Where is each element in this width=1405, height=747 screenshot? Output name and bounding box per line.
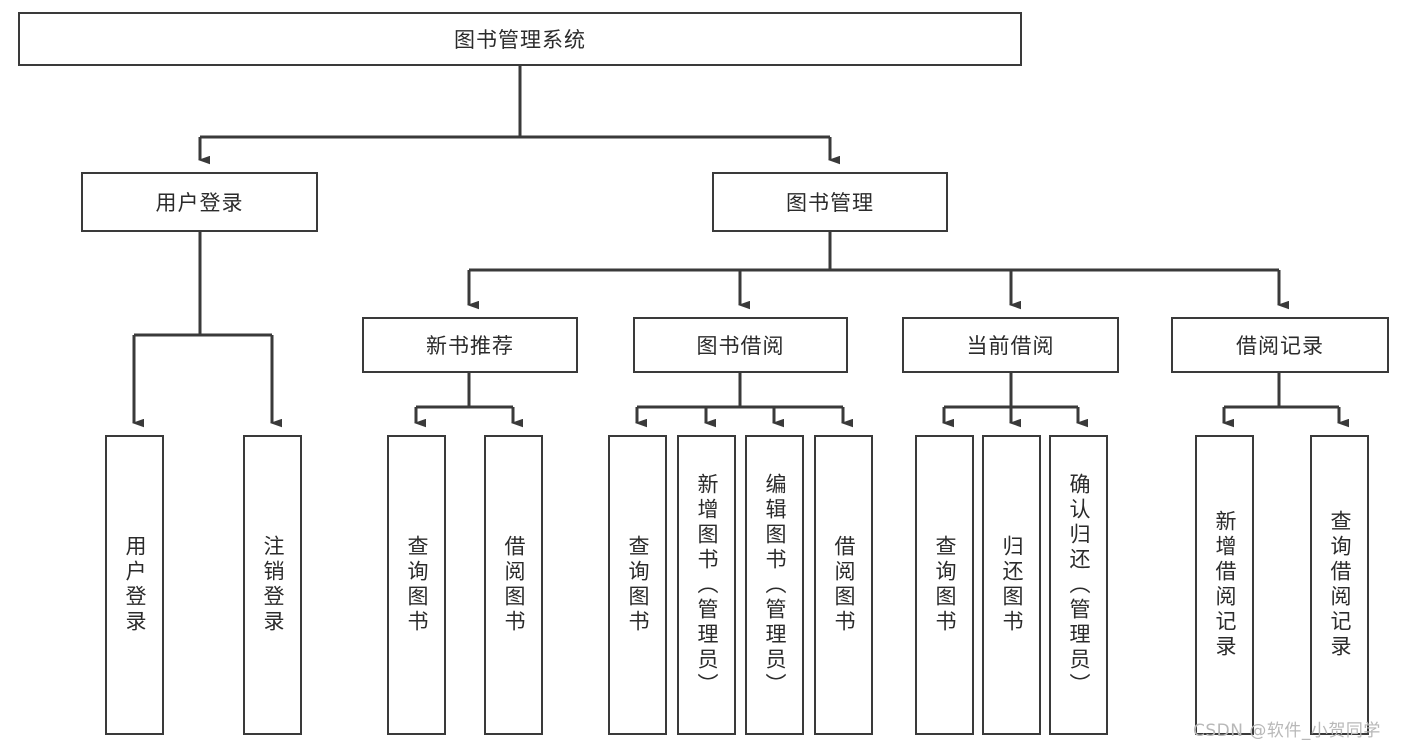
leaf-label: 查询借阅记录 [1328,510,1352,660]
node-leaf-borrow-book-2[interactable]: 借阅图书 [814,435,873,735]
edge-newbook-to-leaves [414,373,523,428]
leaf-label: 查询图书 [933,535,957,635]
node-borrow-record[interactable]: 借阅记录 [1171,317,1389,373]
edge-currentborrow-to-leaves [942,373,1088,428]
node-leaf-query-record[interactable]: 查询借阅记录 [1310,435,1369,735]
edge-borrowrecord-to-leaves [1222,373,1349,428]
leaf-label: 查询图书 [626,535,650,635]
edge-root-to-level1 [198,66,840,165]
node-leaf-borrow-book-1[interactable]: 借阅图书 [484,435,543,735]
leaf-label: 归还图书 [1000,535,1024,635]
node-current-borrow[interactable]: 当前借阅 [902,317,1119,373]
node-leaf-edit-book[interactable]: 编辑图书（管理员） [745,435,804,735]
node-leaf-user-login[interactable]: 用户登录 [105,435,164,735]
node-new-book-rec-label: 新书推荐 [426,334,514,358]
node-root[interactable]: 图书管理系统 [18,12,1022,66]
node-new-book-rec[interactable]: 新书推荐 [362,317,578,373]
edge-bookborrow-to-leaves [635,373,853,428]
node-leaf-user-logout[interactable]: 注销登录 [243,435,302,735]
watermark-text: CSDN @软件_小贺同学 [1193,721,1381,741]
node-book-manage[interactable]: 图书管理 [712,172,948,232]
node-book-borrow-label: 图书借阅 [696,334,785,358]
node-user-login[interactable]: 用户登录 [81,172,318,232]
edge-userlogin-to-leaves [132,232,282,428]
leaf-label: 查询图书 [405,535,429,635]
node-leaf-add-book[interactable]: 新增图书（管理员） [677,435,736,735]
edge-bookmanage-to-level2 [467,232,1289,310]
leaf-label: 借阅图书 [502,535,526,635]
node-leaf-query-book-3[interactable]: 查询图书 [915,435,974,735]
node-user-login-label: 用户登录 [155,191,244,215]
node-book-borrow[interactable]: 图书借阅 [633,317,848,373]
node-leaf-query-book-1[interactable]: 查询图书 [387,435,446,735]
node-root-label: 图书管理系统 [454,28,586,52]
leaf-label: 用户登录 [123,535,147,635]
node-leaf-confirm-return[interactable]: 确认归还（管理员） [1049,435,1108,735]
node-leaf-query-book-2[interactable]: 查询图书 [608,435,667,735]
leaf-label: 新增图书（管理员） [695,472,719,698]
node-leaf-add-record[interactable]: 新增借阅记录 [1195,435,1254,735]
leaf-label: 注销登录 [261,535,285,635]
leaf-label: 新增借阅记录 [1213,510,1237,660]
leaf-label: 确认归还（管理员） [1067,472,1091,698]
node-borrow-record-label: 借阅记录 [1236,334,1324,358]
leaf-label: 借阅图书 [832,535,856,635]
leaf-label: 编辑图书（管理员） [763,472,787,698]
node-leaf-return-book[interactable]: 归还图书 [982,435,1041,735]
node-current-borrow-label: 当前借阅 [966,334,1055,358]
node-book-manage-label: 图书管理 [786,191,874,215]
